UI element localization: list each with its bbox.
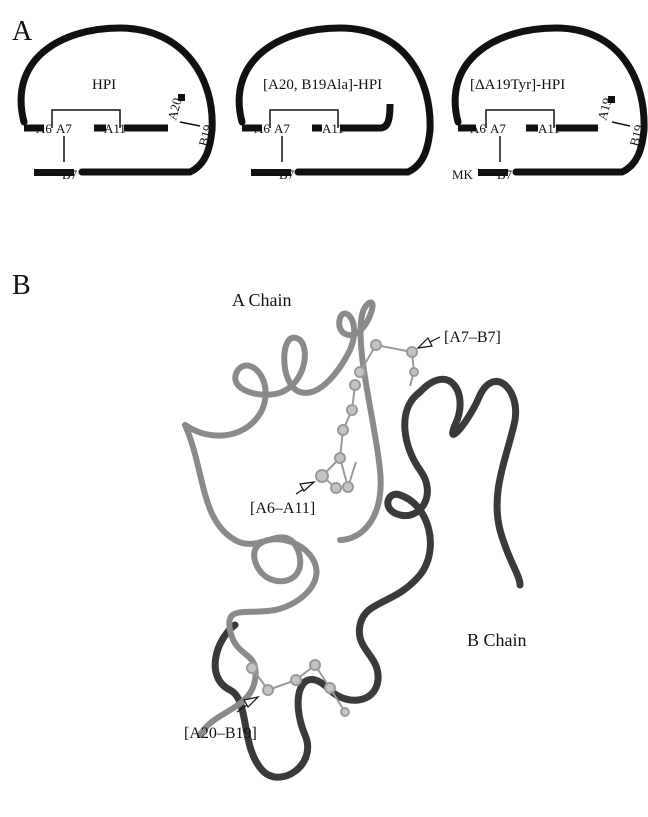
label-a7: A7	[56, 121, 72, 136]
chain-loop	[455, 28, 644, 172]
label-a20: A20	[164, 96, 184, 122]
annotation-a6-a11: [A6–A11]	[250, 500, 315, 517]
label-a7: A7	[490, 121, 506, 136]
label-a6: A6	[254, 121, 270, 136]
disulfide-a19-b19	[612, 122, 630, 126]
label-a11: A11	[538, 121, 560, 136]
label-a6: A6	[36, 121, 52, 136]
disulfide-a6-a11-model	[316, 380, 360, 493]
label-b7: B7	[279, 167, 295, 182]
a-chain-end	[340, 104, 390, 128]
label-a11: A11	[104, 121, 126, 136]
diagram-title: [A20, B19Ala]-HPI	[263, 77, 382, 93]
chain-loop	[239, 28, 430, 172]
b-chain-ribbon-tail	[420, 379, 520, 585]
disulfide-a20-b19	[180, 122, 200, 126]
a-chain-label: A Chain	[232, 290, 292, 310]
label-a7: A7	[274, 121, 290, 136]
annotation-a7-b7: [A7–B7]	[444, 329, 501, 346]
diagram-hpi: HPI A6 A7 A11 B7 A20 B19	[21, 28, 215, 182]
b-chain-label: B Chain	[467, 630, 527, 650]
protein-structure: A Chain B Chain [A7–B7] [A6–A11] [A20–B1…	[184, 290, 527, 777]
label-b7: B7	[497, 167, 513, 182]
label-a11: A11	[322, 121, 344, 136]
diagram-a20-b19ala-hpi: [A20, B19Ala]-HPI A6 A7 A11 B7	[239, 28, 430, 182]
diagram-title: [ΔA19Tyr]-HPI	[470, 77, 565, 93]
label-b7: B7	[62, 167, 78, 182]
diagram-title: HPI	[92, 77, 116, 93]
annotation-a20-b19: [A20–B19]	[184, 725, 257, 742]
label-a6: A6	[470, 121, 486, 136]
label-mk: MK	[452, 167, 474, 182]
b-chain-ribbon	[215, 392, 430, 777]
arrow-a7-b7	[418, 337, 440, 348]
diagram-delta-a19tyr-hpi: [ΔA19Tyr]-HPI A6 A7 A11 MK B7 A19 B19	[452, 28, 647, 182]
label-a19: A19	[594, 96, 614, 122]
arrow-a6-a11	[296, 482, 314, 494]
